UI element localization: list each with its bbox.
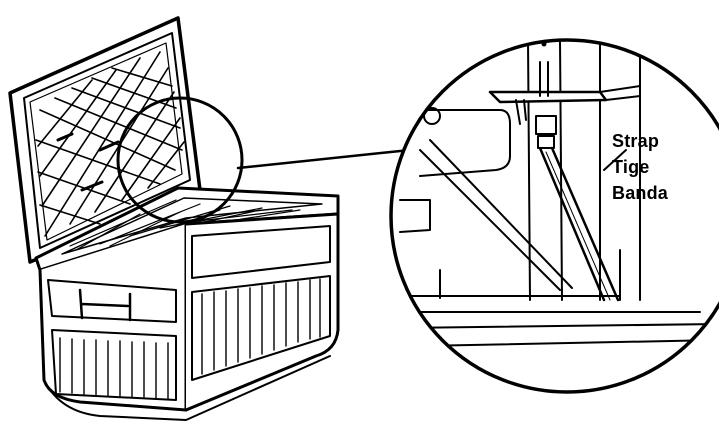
box-body bbox=[34, 186, 340, 421]
magnified-detail bbox=[391, 40, 719, 392]
leader-line bbox=[236, 148, 412, 170]
label-banda: Banda bbox=[612, 183, 669, 203]
magnified-circle bbox=[389, 38, 719, 394]
strap-callout: Strap Tige Banda bbox=[612, 128, 702, 206]
detail-circle bbox=[116, 96, 244, 224]
label-strap: Strap bbox=[612, 131, 660, 151]
label-tige: Tige bbox=[612, 157, 650, 177]
